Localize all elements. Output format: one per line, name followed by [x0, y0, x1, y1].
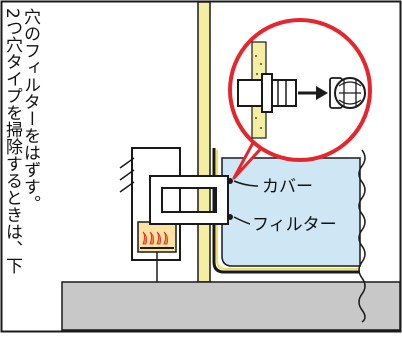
wall: [197, 1, 211, 283]
filter-label: フィルター: [252, 215, 337, 235]
flame-icon: [142, 231, 168, 245]
instruction-line-2: 穴のフィルターをはずす。: [20, 8, 40, 212]
bathtub-rim: [212, 148, 360, 274]
bathtub-water: [221, 157, 361, 267]
counter: [61, 281, 401, 331]
break-line: [358, 149, 366, 323]
filter-cap-icon: [329, 77, 366, 109]
cover-port: [227, 178, 233, 184]
cover-label: カバー: [262, 177, 313, 197]
circulation-pipe: [149, 175, 229, 225]
filter-port: [227, 214, 233, 220]
instruction-line-1: 2つ穴タイプを掃除するときは、下: [2, 8, 22, 274]
exhaust-lines: [119, 157, 135, 193]
